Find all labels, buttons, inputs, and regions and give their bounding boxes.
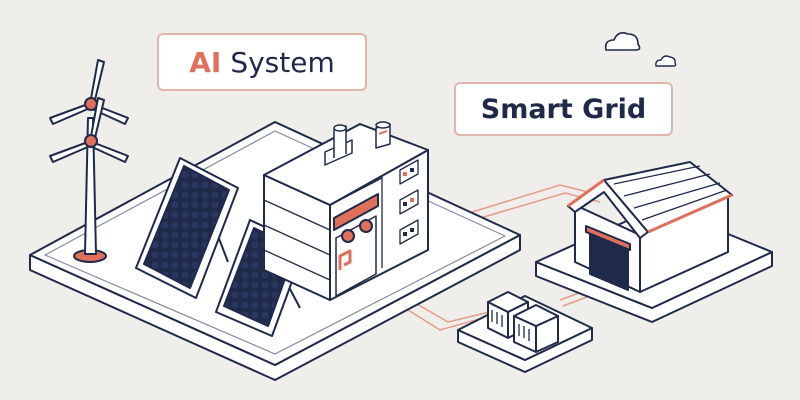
solar-panel-icon bbox=[135, 157, 239, 299]
server-building-icon bbox=[263, 121, 429, 301]
warehouse-icon bbox=[567, 161, 733, 293]
ai-system-label: AI System bbox=[157, 33, 367, 91]
cloud-icon bbox=[655, 55, 677, 67]
smart-grid-label: Smart Grid bbox=[454, 82, 673, 136]
ai-system-label-accent: AI bbox=[189, 45, 222, 79]
ai-system-label-text: System bbox=[230, 45, 335, 79]
cloud-icon bbox=[604, 32, 641, 51]
battery-icon bbox=[513, 304, 559, 353]
wind-turbine-icon bbox=[49, 59, 129, 263]
